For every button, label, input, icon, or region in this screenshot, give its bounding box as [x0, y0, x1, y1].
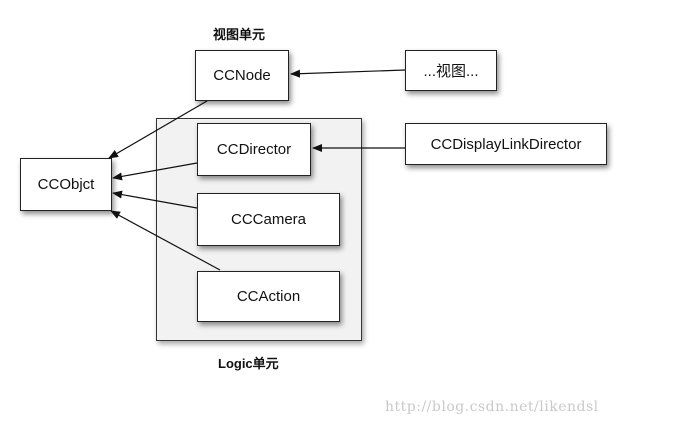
- node-ccdisplaylinkdirector: CCDisplayLinkDirector: [405, 123, 607, 165]
- edge-views-to-ccnode: [290, 69, 406, 78]
- node-ccaction: CCAction: [197, 271, 340, 322]
- watermark: http://blog.csdn.net/likendsl: [385, 399, 599, 415]
- view-unit-label: 视图单元: [213, 27, 266, 42]
- logic-unit-label: Logic单元: [218, 356, 279, 371]
- node-ccobject: CCObjct: [20, 158, 112, 211]
- node-cccamera: CCCamera: [197, 193, 340, 246]
- node-views: ...视图...: [405, 50, 497, 91]
- node-ccdirector: CCDirector: [197, 123, 311, 176]
- node-ccnode: CCNode: [195, 50, 289, 101]
